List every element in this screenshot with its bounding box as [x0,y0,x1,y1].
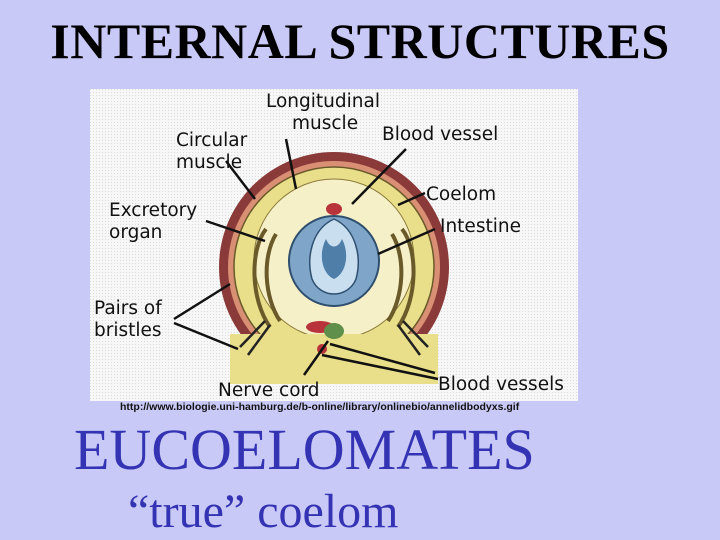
diagram-canvas: Longitudinal muscle Circular muscle Bloo… [90,89,578,401]
bristles-left [239,320,272,356]
bristles-right [396,320,429,356]
body-cross-section [219,152,449,384]
ventral-region [230,334,438,384]
label-longitudinal-muscle-1: Longitudinal [266,91,380,112]
label-nerve-cord: Nerve cord [218,380,320,401]
label-excretory-organ-1: Excretory [109,200,197,221]
label-blood-vessels: Blood vessels [438,374,564,395]
earthworm-cross-section-diagram: Longitudinal muscle Circular muscle Bloo… [90,89,578,401]
label-excretory-organ-2: organ [109,222,162,243]
excretory-organ-right [386,227,416,329]
typhlosole [321,239,347,279]
label-circular-muscle-2: muscle [176,152,242,173]
label-coelom: Coelom [426,184,496,205]
label-intestine: Intestine [440,216,521,237]
label-blood-vessel: Blood vessel [382,124,498,145]
excretory-organ-left [252,227,282,329]
source-url: http://www.biologie.uni-hamburg.de/b-onl… [120,401,520,413]
label-longitudinal-muscle-2: muscle [292,113,358,134]
nerve-cord [324,323,344,339]
leader-lines [173,138,439,381]
slide-title: INTERNAL STRUCTURES [50,13,670,69]
label-bristles-1: Pairs of [94,298,162,319]
label-circular-muscle-1: Circular [176,130,248,151]
label-bristles-2: bristles [94,320,162,341]
slide-subheading: “true” coelom [128,485,399,538]
slide-heading: EUCOELOMATES [74,417,535,482]
dorsal-blood-vessel [326,203,342,215]
